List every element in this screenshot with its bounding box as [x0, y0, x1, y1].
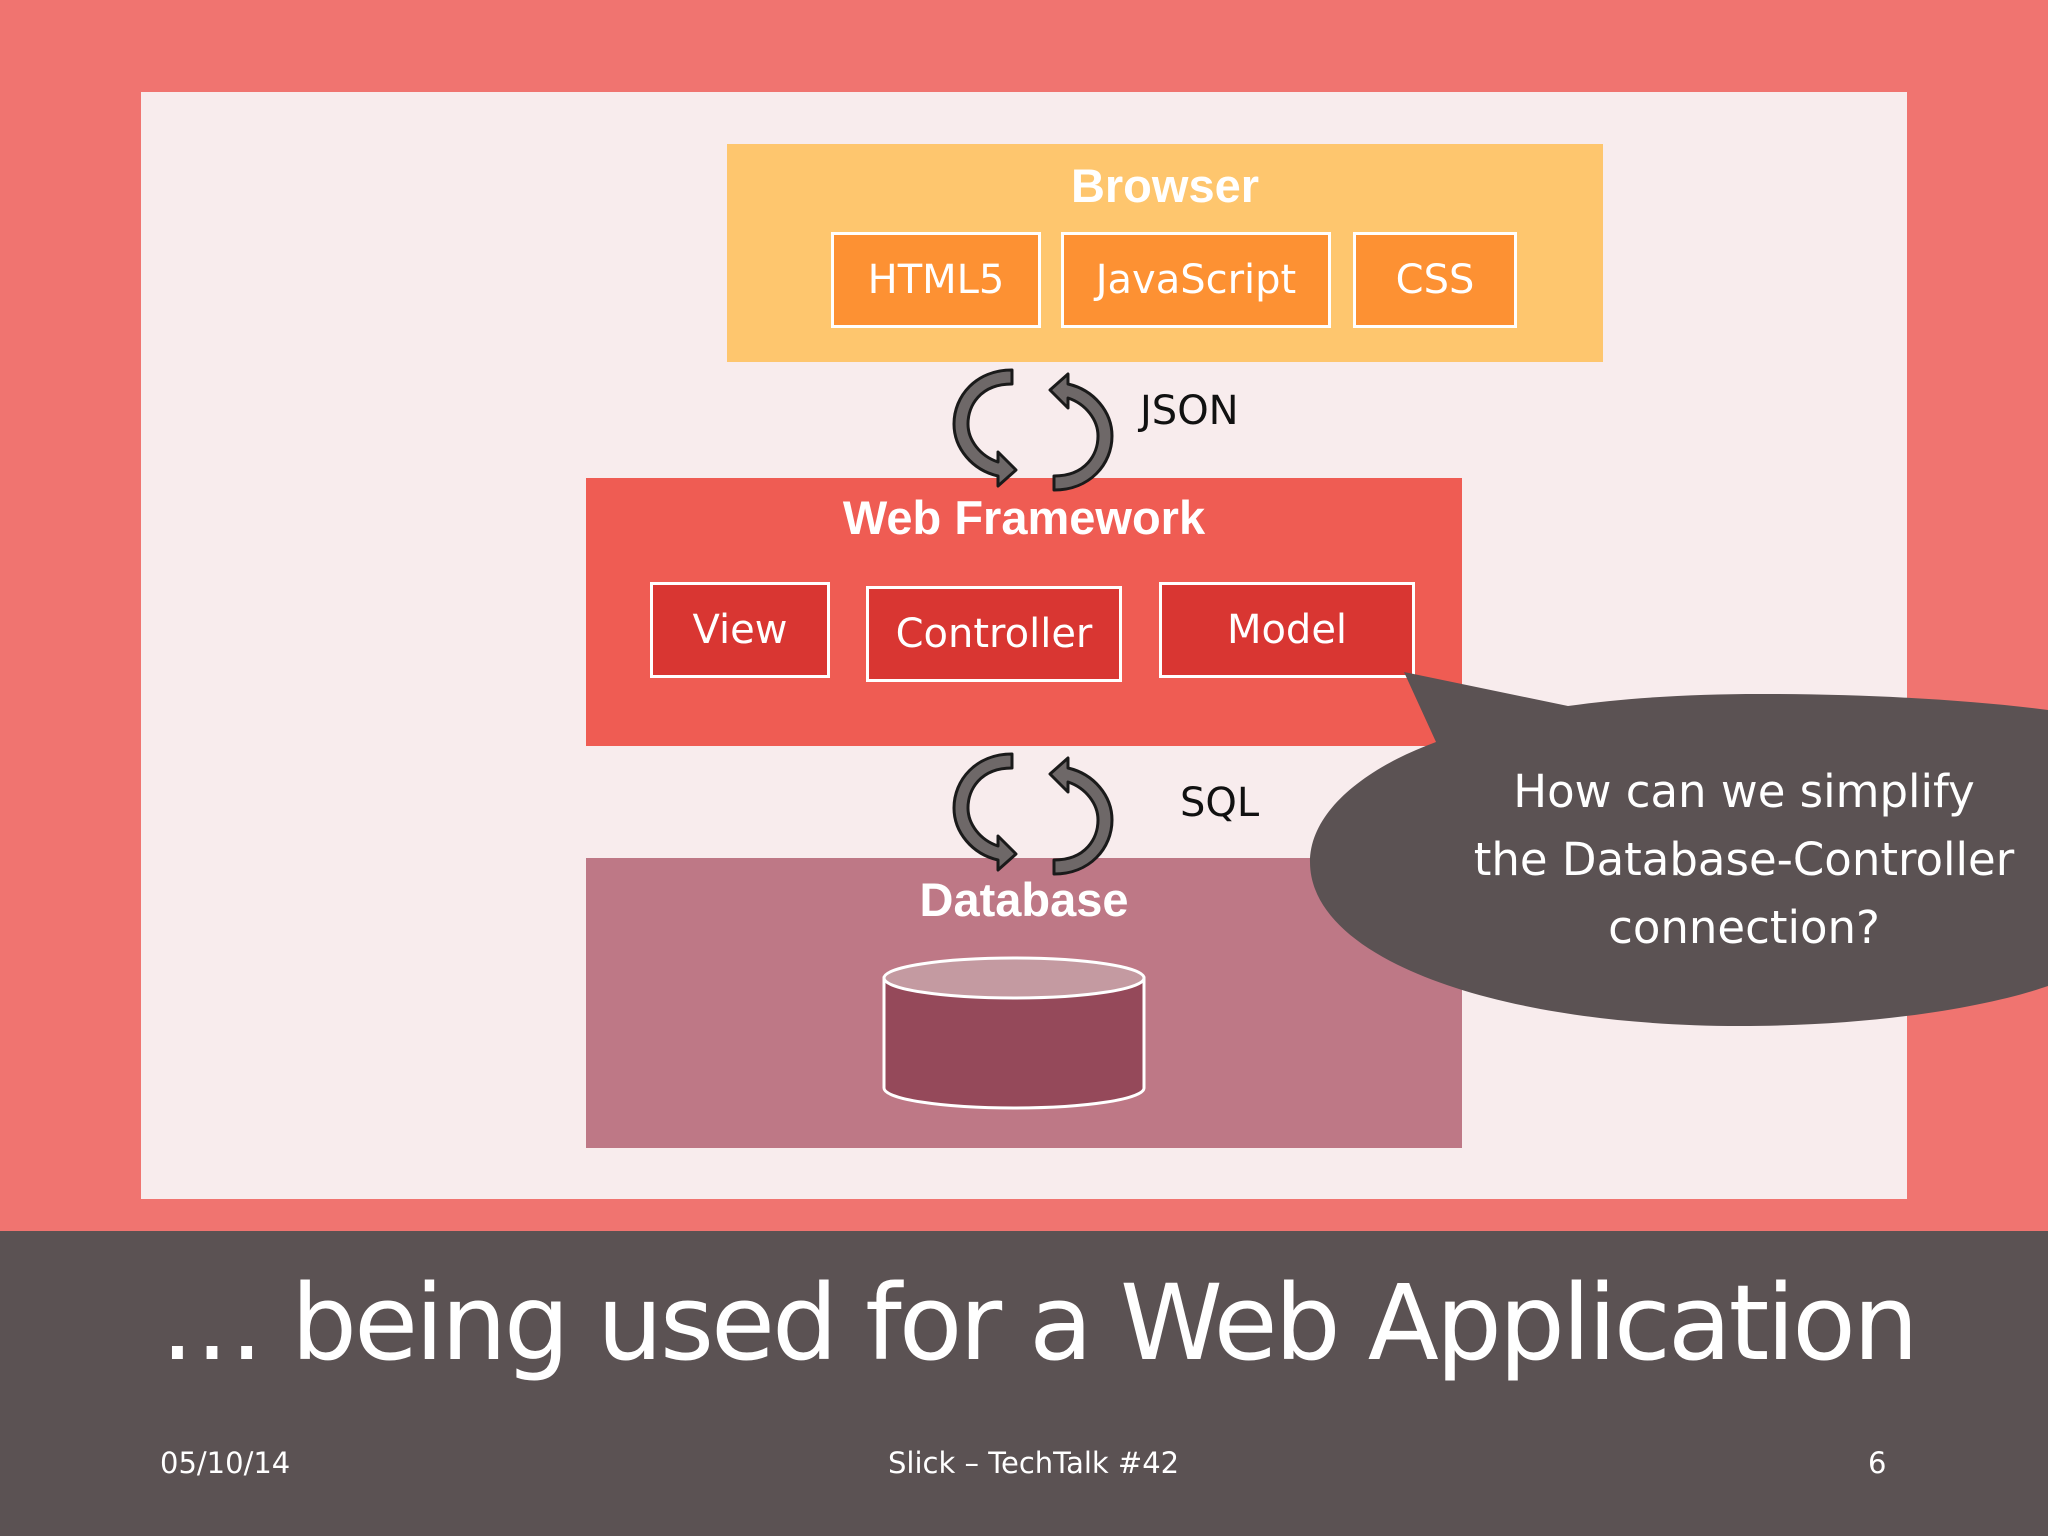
database-layer-title: Database — [919, 873, 1129, 926]
model-box: Model — [1159, 582, 1415, 678]
slide-footer-center: Slick – TechTalk #42 — [888, 1446, 1180, 1480]
database-layer: Database — [586, 858, 1462, 1148]
callout-line: How can we simplify — [1513, 765, 1975, 818]
callout-line: connection? — [1608, 901, 1880, 954]
web-framework-layer: Web Framework View Controller Model — [586, 478, 1462, 746]
callout-line: the Database-Controller — [1473, 833, 2015, 886]
css-box: CSS — [1353, 232, 1517, 328]
web-framework-layer-title: Web Framework — [842, 491, 1206, 544]
browser-layer: Browser HTML5 JavaScript CSS — [727, 144, 1603, 362]
callout-text: How can we simplify the Database-Control… — [1440, 758, 2048, 962]
footer-bar — [0, 1231, 2048, 1536]
browser-layer-title: Browser — [1070, 159, 1260, 212]
slide-title: … being used for a Web Application — [160, 1262, 1919, 1384]
json-label: JSON — [1140, 388, 1239, 434]
javascript-box: JavaScript — [1061, 232, 1331, 328]
sql-label: SQL — [1180, 780, 1260, 826]
html5-box: HTML5 — [831, 232, 1041, 328]
slide-date: 05/10/14 — [160, 1446, 291, 1480]
controller-box: Controller — [866, 586, 1122, 682]
slide-page-number: 6 — [1868, 1446, 1887, 1480]
database-cylinder-icon — [882, 956, 1146, 1110]
view-box: View — [650, 582, 830, 678]
